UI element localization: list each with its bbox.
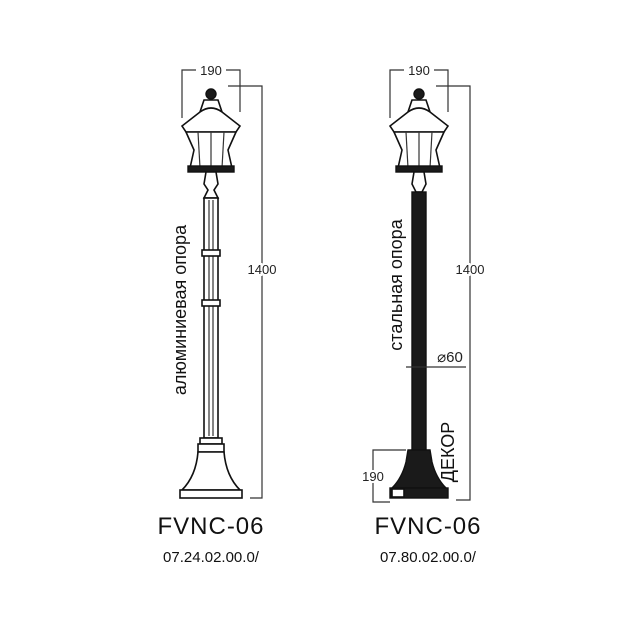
base-height-dimension-line [372, 449, 406, 503]
left-lantern-frame-bar [197, 131, 201, 169]
left-pole-base [180, 451, 242, 491]
left-width-dimension-line [181, 69, 241, 118]
right-lantern-bottom-ring [395, 165, 443, 173]
left-height-dimension-line [228, 85, 263, 499]
left-pole-collar [201, 299, 221, 307]
right-height-dimension-line [436, 85, 471, 501]
left-base-plate [179, 489, 243, 499]
left-base-ring [197, 443, 225, 453]
left-model-name: FVNC-06 [157, 513, 264, 540]
right-steel-pole [411, 191, 427, 453]
right-base-plate [389, 487, 449, 499]
right-width-dimension-line [389, 69, 449, 118]
left-lantern-frame-bar [221, 131, 225, 169]
right-lantern-frame-bar [405, 131, 409, 169]
base-height-dimension: 190 [362, 469, 384, 484]
left-aluminum-pole [203, 197, 219, 439]
right-width-dimension: 190 [408, 63, 430, 78]
left-pole-collar [201, 249, 221, 257]
decor-label: ДЕКОР [438, 422, 458, 483]
left-lantern-neck [202, 171, 220, 199]
right-lantern-roof [388, 107, 450, 133]
left-lamp: 190 1400 алюминиевая опора FVNC-06 07.24… [157, 63, 278, 566]
right-lamp: 190 1400 ⌀60 190 ДЕКОР стальная опора FV… [360, 63, 486, 566]
left-pole-label: алюминиевая опора [170, 224, 190, 395]
pole-diameter: ⌀60 [437, 349, 463, 366]
left-lantern-roof [180, 107, 242, 133]
right-lantern-neck [411, 171, 427, 193]
right-lantern-frame-bar [429, 131, 433, 169]
left-width-dimension: 190 [200, 63, 222, 78]
left-height-dimension: 1400 [248, 262, 277, 277]
left-base-ring [199, 437, 223, 445]
right-article-code: 07.80.02.00.0/ [380, 549, 477, 566]
left-finial [205, 88, 217, 100]
left-article-code: 07.24.02.00.0/ [163, 549, 260, 566]
right-pole-label: стальная опора [386, 218, 406, 350]
right-height-dimension: 1400 [456, 262, 485, 277]
right-base-plate-foot [391, 488, 405, 498]
right-model-name: FVNC-06 [374, 513, 481, 540]
left-lantern-bottom-ring [187, 165, 235, 173]
right-finial [413, 88, 425, 100]
